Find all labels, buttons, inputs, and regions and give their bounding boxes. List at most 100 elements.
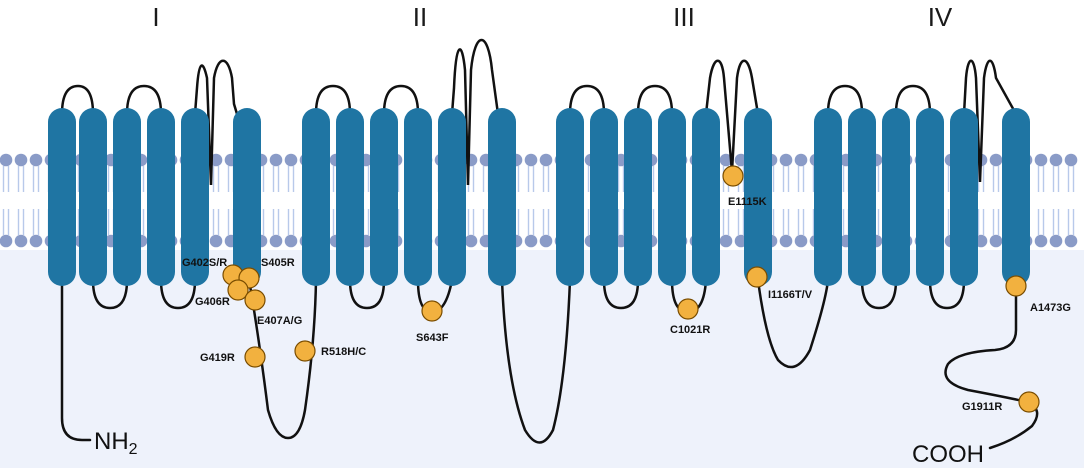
loop-domain4-top-1 xyxy=(826,84,864,116)
lipid-head xyxy=(539,234,553,248)
loop-domain4-pore-loop xyxy=(962,59,1018,183)
mutation-label-a1473g: A1473G xyxy=(1030,302,1071,314)
lipid-head xyxy=(14,153,28,167)
lipid-head xyxy=(0,153,13,167)
lipid-head xyxy=(779,153,793,167)
lipid-head xyxy=(1064,153,1078,167)
transmembrane-helix-1-s4 xyxy=(147,108,175,286)
mutation-dot-r518h-c xyxy=(294,340,316,362)
loop-domain2-bottom-1 xyxy=(348,278,386,310)
mutation-sites: G402S/R S405R G406R E407A/G G419R R518H/… xyxy=(182,165,1071,413)
transmembrane-helix-3-s3 xyxy=(624,108,652,286)
loop-domain4-bottom-2 xyxy=(928,278,966,310)
transmembrane-helix-2-s4 xyxy=(404,108,432,286)
mutation-label-i1166t-v: I1166T/V xyxy=(768,289,813,301)
mutation-label-e1115k: E1115K xyxy=(728,196,767,208)
mutation-label-g406r: G406R xyxy=(195,296,230,308)
mutation-dot-i1166t-v xyxy=(746,266,768,288)
transmembrane-helices xyxy=(48,108,1030,286)
mutation-dot-c1021r xyxy=(677,298,699,320)
lipid-head xyxy=(989,234,1003,248)
mutation-label-g419r: G419R xyxy=(200,352,235,364)
lipid-head xyxy=(14,234,28,248)
mutation-dot-a1473g xyxy=(1005,275,1027,297)
lipid-head xyxy=(779,234,793,248)
transmembrane-helix-4-s1 xyxy=(814,108,842,286)
loop-domain1-bottom-1 xyxy=(91,278,129,310)
lipid-head xyxy=(539,153,553,167)
loop-domain1-top-2 xyxy=(125,84,163,116)
lipid-head xyxy=(284,234,298,248)
mutation-label-c1021r: C1021R xyxy=(670,324,710,336)
transmembrane-helix-3-s1 xyxy=(556,108,584,286)
mutation-label-s405r: S405R xyxy=(261,257,295,269)
mutation-label-g1911r: G1911R xyxy=(962,401,1002,413)
cytoplasm-region xyxy=(0,250,1084,468)
n-terminus-tail xyxy=(60,278,92,442)
transmembrane-helix-4-s2 xyxy=(848,108,876,286)
lipid-head xyxy=(0,234,13,248)
transmembrane-helix-2-s6 xyxy=(488,108,516,286)
transmembrane-helix-3-s2 xyxy=(590,108,618,286)
loop-domain4-top-2 xyxy=(894,84,932,116)
lipid-head xyxy=(29,234,43,248)
loop-domain2-top-2 xyxy=(382,84,420,116)
lipid-head xyxy=(464,234,478,248)
c-terminus-label: COOH xyxy=(912,441,984,468)
transmembrane-helix-1-s3 xyxy=(113,108,141,286)
lipid-head xyxy=(269,153,283,167)
mutation-dot-s643f xyxy=(421,300,443,322)
c-terminus-tail xyxy=(944,278,1039,450)
labels-layer: I II III IV NH2 COOH xyxy=(94,2,984,468)
lipid-head xyxy=(1049,234,1063,248)
lipid-head xyxy=(719,234,733,248)
mutation-dot-g1911r xyxy=(1018,391,1040,413)
lipid-head xyxy=(1064,234,1078,248)
n-terminus-label: NH2 xyxy=(94,428,138,458)
transmembrane-helix-4-s5 xyxy=(950,108,978,286)
loop-domain3-top-2 xyxy=(636,84,674,116)
loop-domain3-linker xyxy=(756,278,830,369)
transmembrane-helix-2-s2 xyxy=(336,108,364,286)
loop-domain2-top-1 xyxy=(314,84,352,116)
mutation-label-e407a-g: E407A/G xyxy=(257,315,302,327)
mutation-dot-e407a-g xyxy=(244,289,266,311)
loop-domain3-bottom-1 xyxy=(602,278,640,310)
mutation-dot-e1115k xyxy=(722,165,744,187)
lipid-head xyxy=(719,153,733,167)
lipid-head xyxy=(1049,153,1063,167)
transmembrane-helix-1-s2 xyxy=(79,108,107,286)
lipid-head xyxy=(284,153,298,167)
transmembrane-helix-1-s5 xyxy=(181,108,209,286)
domain-label-3: III xyxy=(673,2,695,32)
lipid-head xyxy=(1034,153,1048,167)
loop-domain2-pore-loop xyxy=(450,38,500,186)
mutation-label-r518h-c: R518H/C xyxy=(321,346,366,358)
lipid-head xyxy=(794,153,808,167)
mutation-label-g402s-r: G402S/R xyxy=(182,257,227,269)
loop-domain1-pore-loop xyxy=(193,59,239,186)
transmembrane-helix-1-s6 xyxy=(233,108,261,286)
loop-domain2-linker xyxy=(500,278,572,444)
transmembrane-helix-4-s4 xyxy=(916,108,944,286)
mutation-dot-g419r xyxy=(244,346,266,368)
loop-domain3-top-1 xyxy=(568,84,606,116)
transmembrane-helix-3-s4 xyxy=(658,108,686,286)
lipid-head xyxy=(794,234,808,248)
transmembrane-helix-3-s6 xyxy=(744,108,772,286)
loop-domain1-top-1 xyxy=(60,84,95,116)
lipid-head xyxy=(989,153,1003,167)
transmembrane-helix-4-s6 xyxy=(1002,108,1030,286)
transmembrane-helix-2-s5 xyxy=(438,108,466,286)
lipid-head xyxy=(524,234,538,248)
mutation-label-s643f: S643F xyxy=(416,332,449,344)
domain-label-1: I xyxy=(152,2,159,32)
lipid-head xyxy=(1034,234,1048,248)
transmembrane-helix-2-s3 xyxy=(370,108,398,286)
transmembrane-helix-4-s3 xyxy=(882,108,910,286)
lipid-head xyxy=(524,153,538,167)
loop-domain1-bottom-2 xyxy=(159,278,197,310)
domain-label-2: II xyxy=(413,2,427,32)
mutation-dot-g406r xyxy=(227,279,249,301)
transmembrane-helix-3-s5 xyxy=(692,108,720,286)
